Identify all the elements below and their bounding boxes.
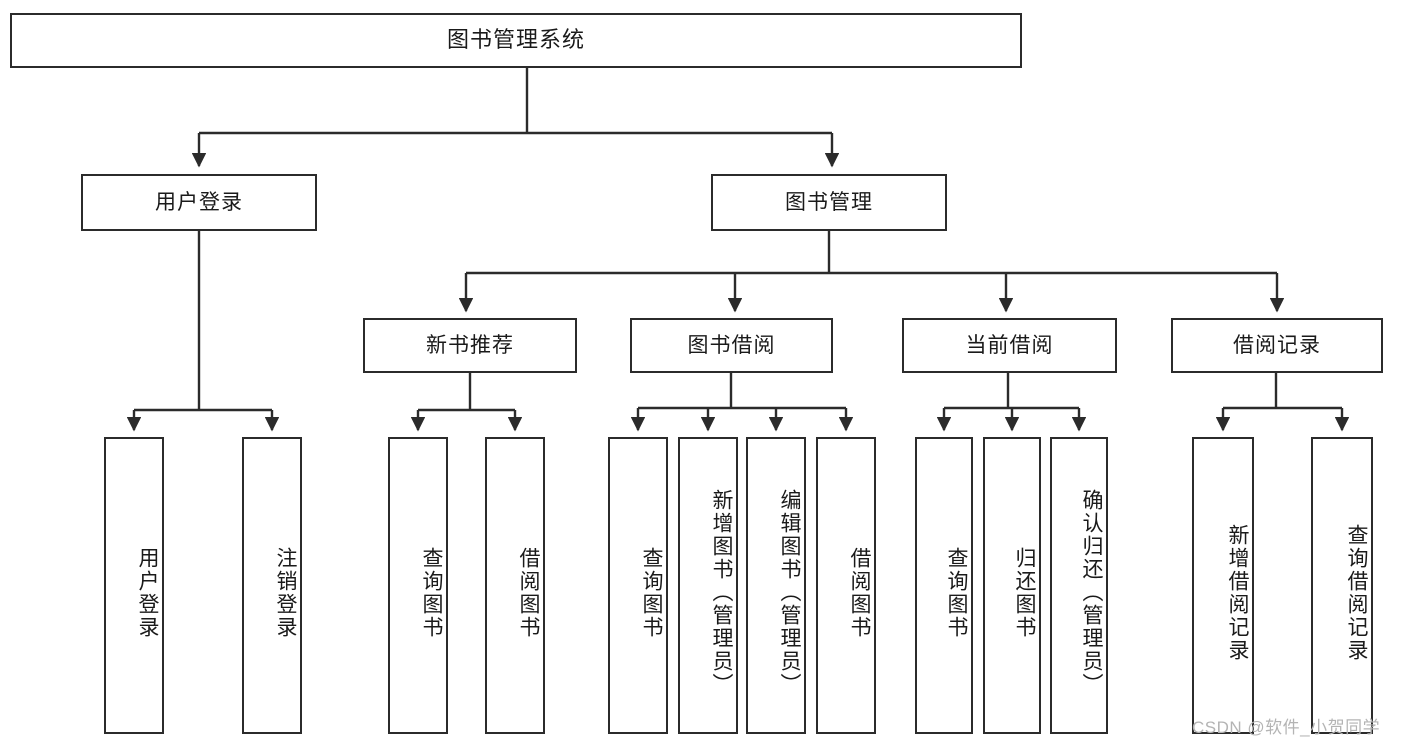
leaf-edit-book[interactable]: 编辑图书（管理员） xyxy=(746,437,806,734)
node-root[interactable]: 图书管理系统 xyxy=(10,13,1022,68)
leaf-add-record-label: 新增借阅记录 xyxy=(1226,523,1249,662)
leaf-user-login[interactable]: 用户登录 xyxy=(104,437,164,734)
watermark: CSDN @软件_小贺同学 xyxy=(1192,718,1381,737)
node-borrow-record[interactable]: 借阅记录 xyxy=(1171,318,1383,373)
leaf-logout[interactable]: 注销登录 xyxy=(242,437,302,734)
node-book-manage[interactable]: 图书管理 xyxy=(711,174,947,231)
leaf-add-record[interactable]: 新增借阅记录 xyxy=(1192,437,1254,734)
leaf-confirm-return[interactable]: 确认归还（管理员） xyxy=(1050,437,1108,734)
leaf-user-login-label: 用户登录 xyxy=(136,546,159,639)
leaf-borrow-book-rec[interactable]: 借阅图书 xyxy=(485,437,545,734)
node-root-label: 图书管理系统 xyxy=(446,27,585,53)
node-new-book-rec-label: 新书推荐 xyxy=(426,333,514,357)
node-book-manage-label: 图书管理 xyxy=(785,190,873,214)
node-user-login-label: 用户登录 xyxy=(155,190,243,214)
node-current-borrow-label: 当前借阅 xyxy=(965,333,1054,357)
leaf-edit-book-label: 编辑图书（管理员） xyxy=(778,489,801,696)
leaf-query-book-cur[interactable]: 查询图书 xyxy=(915,437,973,734)
leaf-return-book-label: 归还图书 xyxy=(1013,546,1036,639)
node-current-borrow[interactable]: 当前借阅 xyxy=(902,318,1117,373)
leaf-logout-label: 注销登录 xyxy=(274,546,297,639)
node-user-login[interactable]: 用户登录 xyxy=(81,174,317,231)
leaf-borrow-book-rec-label: 借阅图书 xyxy=(517,546,540,639)
node-borrow-record-label: 借阅记录 xyxy=(1233,333,1321,357)
node-book-borrow-label: 图书借阅 xyxy=(687,333,776,357)
leaf-query-book-bor[interactable]: 查询图书 xyxy=(608,437,668,734)
leaf-add-book[interactable]: 新增图书（管理员） xyxy=(678,437,738,734)
node-book-borrow[interactable]: 图书借阅 xyxy=(630,318,833,373)
leaf-query-book-cur-label: 查询图书 xyxy=(945,546,968,639)
leaf-borrow-book-bor-label: 借阅图书 xyxy=(848,546,871,639)
leaf-return-book[interactable]: 归还图书 xyxy=(983,437,1041,734)
leaf-query-book-rec[interactable]: 查询图书 xyxy=(388,437,448,734)
node-new-book-rec[interactable]: 新书推荐 xyxy=(363,318,577,373)
leaf-query-book-rec-label: 查询图书 xyxy=(420,546,443,639)
leaf-confirm-return-label: 确认归还（管理员） xyxy=(1080,489,1103,696)
leaf-query-record[interactable]: 查询借阅记录 xyxy=(1311,437,1373,734)
leaf-add-book-label: 新增图书（管理员） xyxy=(710,489,733,696)
leaf-query-book-bor-label: 查询图书 xyxy=(640,546,663,639)
leaf-query-record-label: 查询借阅记录 xyxy=(1345,523,1368,662)
leaf-borrow-book-bor[interactable]: 借阅图书 xyxy=(816,437,876,734)
